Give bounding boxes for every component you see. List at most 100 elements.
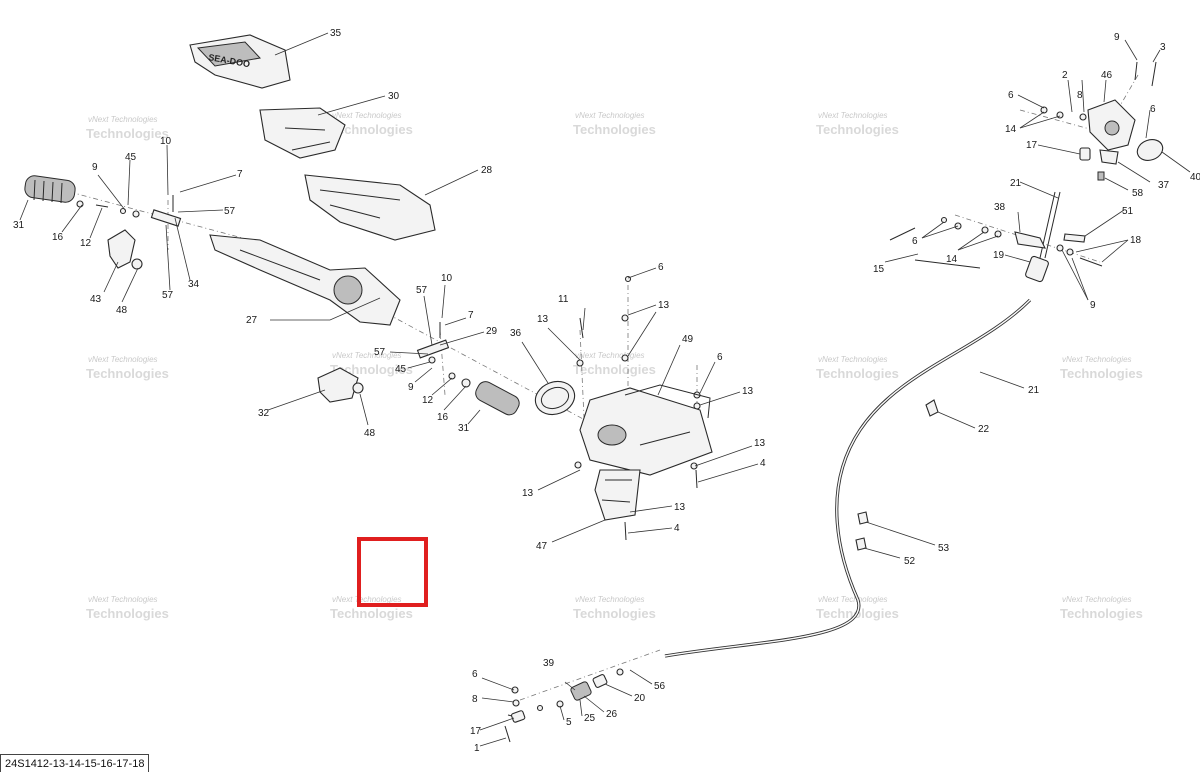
callout-36: 36: [510, 328, 522, 339]
callout-30: 30: [388, 91, 400, 102]
callout-35: 35: [330, 28, 342, 39]
part-53-tie: [857, 511, 869, 525]
callout-46: 46: [1101, 70, 1113, 81]
callout-57: 57: [374, 347, 386, 358]
callout-1: 1: [474, 743, 480, 754]
svg-text:Technologies: Technologies: [573, 606, 656, 621]
svg-text:Technologies: Technologies: [1060, 366, 1143, 381]
callout-21: 21: [1010, 178, 1022, 189]
callout-48: 48: [364, 428, 376, 439]
part-49-steering-support: [579, 384, 713, 476]
callout-56: 56: [654, 681, 666, 692]
callout-57: 57: [416, 285, 428, 296]
callout-53: 53: [938, 543, 950, 554]
callout-34: 34: [188, 279, 200, 290]
callout-51: 51: [1122, 206, 1134, 217]
svg-text:vNext Technologies: vNext Technologies: [332, 351, 402, 360]
svg-text:Technologies: Technologies: [330, 122, 413, 137]
callout-9: 9: [92, 162, 98, 173]
callout-45: 45: [125, 152, 137, 163]
callout-8: 8: [1077, 90, 1083, 101]
part-31-grip-left: [24, 175, 76, 204]
part-52-tie: [855, 537, 867, 551]
part-31-grip-right: [475, 381, 520, 416]
callout-7: 7: [237, 169, 243, 180]
callout-6: 6: [1008, 90, 1014, 101]
callout-13: 13: [674, 502, 686, 513]
callout-15: 15: [873, 264, 885, 275]
callout-58: 58: [1132, 188, 1144, 199]
svg-text:vNext Technologies: vNext Technologies: [818, 355, 888, 364]
svg-text:Technologies: Technologies: [816, 366, 899, 381]
callout-8: 8: [472, 694, 478, 705]
callout-16: 16: [52, 232, 64, 243]
callout-13: 13: [658, 300, 670, 311]
part-30-cover: [259, 107, 346, 159]
callout-20: 20: [634, 693, 646, 704]
svg-text:vNext Technologies: vNext Technologies: [575, 351, 645, 360]
callout-27: 27: [246, 315, 258, 326]
callout-10: 10: [441, 273, 453, 284]
callout-10: 10: [160, 136, 172, 147]
part-46-lever-housing: [1087, 99, 1136, 151]
svg-text:Technologies: Technologies: [573, 362, 656, 377]
callout-47: 47: [536, 541, 548, 552]
svg-text:vNext Technologies: vNext Technologies: [332, 595, 402, 604]
callout-13: 13: [537, 314, 549, 325]
leader-lines: [19, 32, 1191, 747]
svg-text:vNext Technologies: vNext Technologies: [88, 115, 158, 124]
callout-57: 57: [162, 290, 174, 301]
callout-39: 39: [543, 658, 555, 669]
highlight-box: [357, 537, 428, 607]
part-28-housing: [304, 174, 436, 241]
callout-14: 14: [1005, 124, 1017, 135]
callout-16: 16: [437, 412, 449, 423]
part-38-bracket: [1014, 231, 1046, 249]
throttle-cable: [664, 191, 1061, 658]
svg-text:vNext Technologies: vNext Technologies: [88, 595, 158, 604]
callout-4: 4: [674, 523, 680, 534]
diagram-reference-code: 24S1412-13-14-15-16-17-18: [0, 754, 150, 772]
callout-12: 12: [80, 238, 92, 249]
callout-13: 13: [742, 386, 754, 397]
part-40-cap: [1136, 139, 1164, 161]
svg-text:vNext Technologies: vNext Technologies: [1062, 355, 1132, 364]
callout-52: 52: [904, 556, 916, 567]
callout-31: 31: [458, 423, 470, 434]
svg-text:Technologies: Technologies: [330, 606, 413, 621]
callout-25: 25: [584, 713, 596, 724]
svg-text:Technologies: Technologies: [86, 366, 169, 381]
callout-17: 17: [1026, 140, 1038, 151]
svg-text:Technologies: Technologies: [86, 606, 169, 621]
callout-57: 57: [224, 206, 236, 217]
part-39-adjuster: [570, 674, 608, 701]
part-43-bracket: [107, 229, 136, 269]
part-15-bracket-outline: [889, 227, 981, 269]
callout-2: 2: [1062, 70, 1068, 81]
callout-32: 32: [258, 408, 270, 419]
callout-6: 6: [1150, 104, 1156, 115]
callout-13: 13: [522, 488, 534, 499]
callout-43: 43: [90, 294, 102, 305]
svg-text:Technologies: Technologies: [330, 362, 413, 377]
callout-29: 29: [486, 326, 498, 337]
part-22-clip: [925, 399, 939, 417]
svg-text:vNext Technologies: vNext Technologies: [818, 595, 888, 604]
bolts: [95, 61, 1157, 743]
callout-11: 11: [558, 294, 569, 305]
callout-21: 21: [1028, 385, 1040, 396]
svg-text:Technologies: Technologies: [86, 126, 169, 141]
callout-9: 9: [1114, 32, 1120, 43]
callout-12: 12: [422, 395, 434, 406]
part-34-plate: [150, 209, 182, 227]
part-35-top-cover: SEA-DOO: [189, 34, 291, 89]
